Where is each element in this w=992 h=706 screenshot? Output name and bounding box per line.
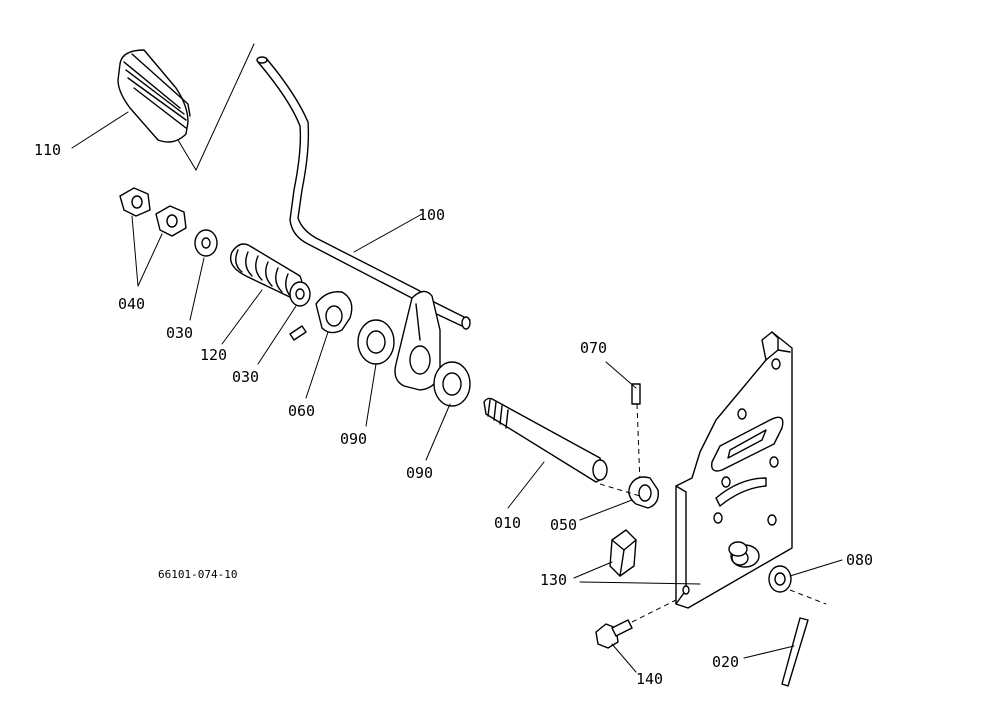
part-label-060: 060 <box>288 402 315 420</box>
part-label-080: 080 <box>846 551 873 569</box>
pedal-arm-icon <box>257 57 470 390</box>
part-label-090: 090 <box>340 430 367 448</box>
washer-icon <box>290 282 310 306</box>
shaft-icon <box>484 398 607 482</box>
pin-icon <box>290 326 306 340</box>
part-label-140: 140 <box>636 670 663 688</box>
spring-icon <box>231 244 303 300</box>
part-label-010: 010 <box>494 514 521 532</box>
part-label-070: 070 <box>580 339 607 357</box>
part-label-100: 100 <box>418 206 445 224</box>
pin-icon <box>782 618 808 686</box>
part-label-130: 130 <box>540 571 567 589</box>
part-label-040: 040 <box>118 295 145 313</box>
pin-icon <box>632 384 640 404</box>
break-line <box>178 44 254 170</box>
pedal-pad-icon <box>118 50 190 142</box>
drawing-code: 66101-074-10 <box>158 568 237 581</box>
nut-icon <box>120 188 150 216</box>
assembly-line <box>637 404 640 484</box>
washer-icon <box>358 320 394 364</box>
washer-icon <box>434 362 470 406</box>
collar-icon <box>629 477 658 508</box>
part-label-050: 050 <box>550 516 577 534</box>
assembly-line <box>790 590 826 604</box>
part-label-110: 110 <box>34 141 61 159</box>
part-label-090-b: 090 <box>406 464 433 482</box>
part-label-030-b: 030 <box>232 368 259 386</box>
mounting-bracket-plate <box>676 332 792 608</box>
clip-icon <box>610 530 636 576</box>
collar-icon <box>316 292 352 333</box>
bolt-icon <box>596 620 632 648</box>
part-label-120: 120 <box>200 346 227 364</box>
leader-lines <box>72 112 842 672</box>
washer-icon <box>769 566 791 592</box>
assembly-line <box>632 600 676 622</box>
washer-icon <box>195 230 217 256</box>
part-label-020: 020 <box>712 653 739 671</box>
nut-icon <box>156 206 186 236</box>
part-label-030: 030 <box>166 324 193 342</box>
